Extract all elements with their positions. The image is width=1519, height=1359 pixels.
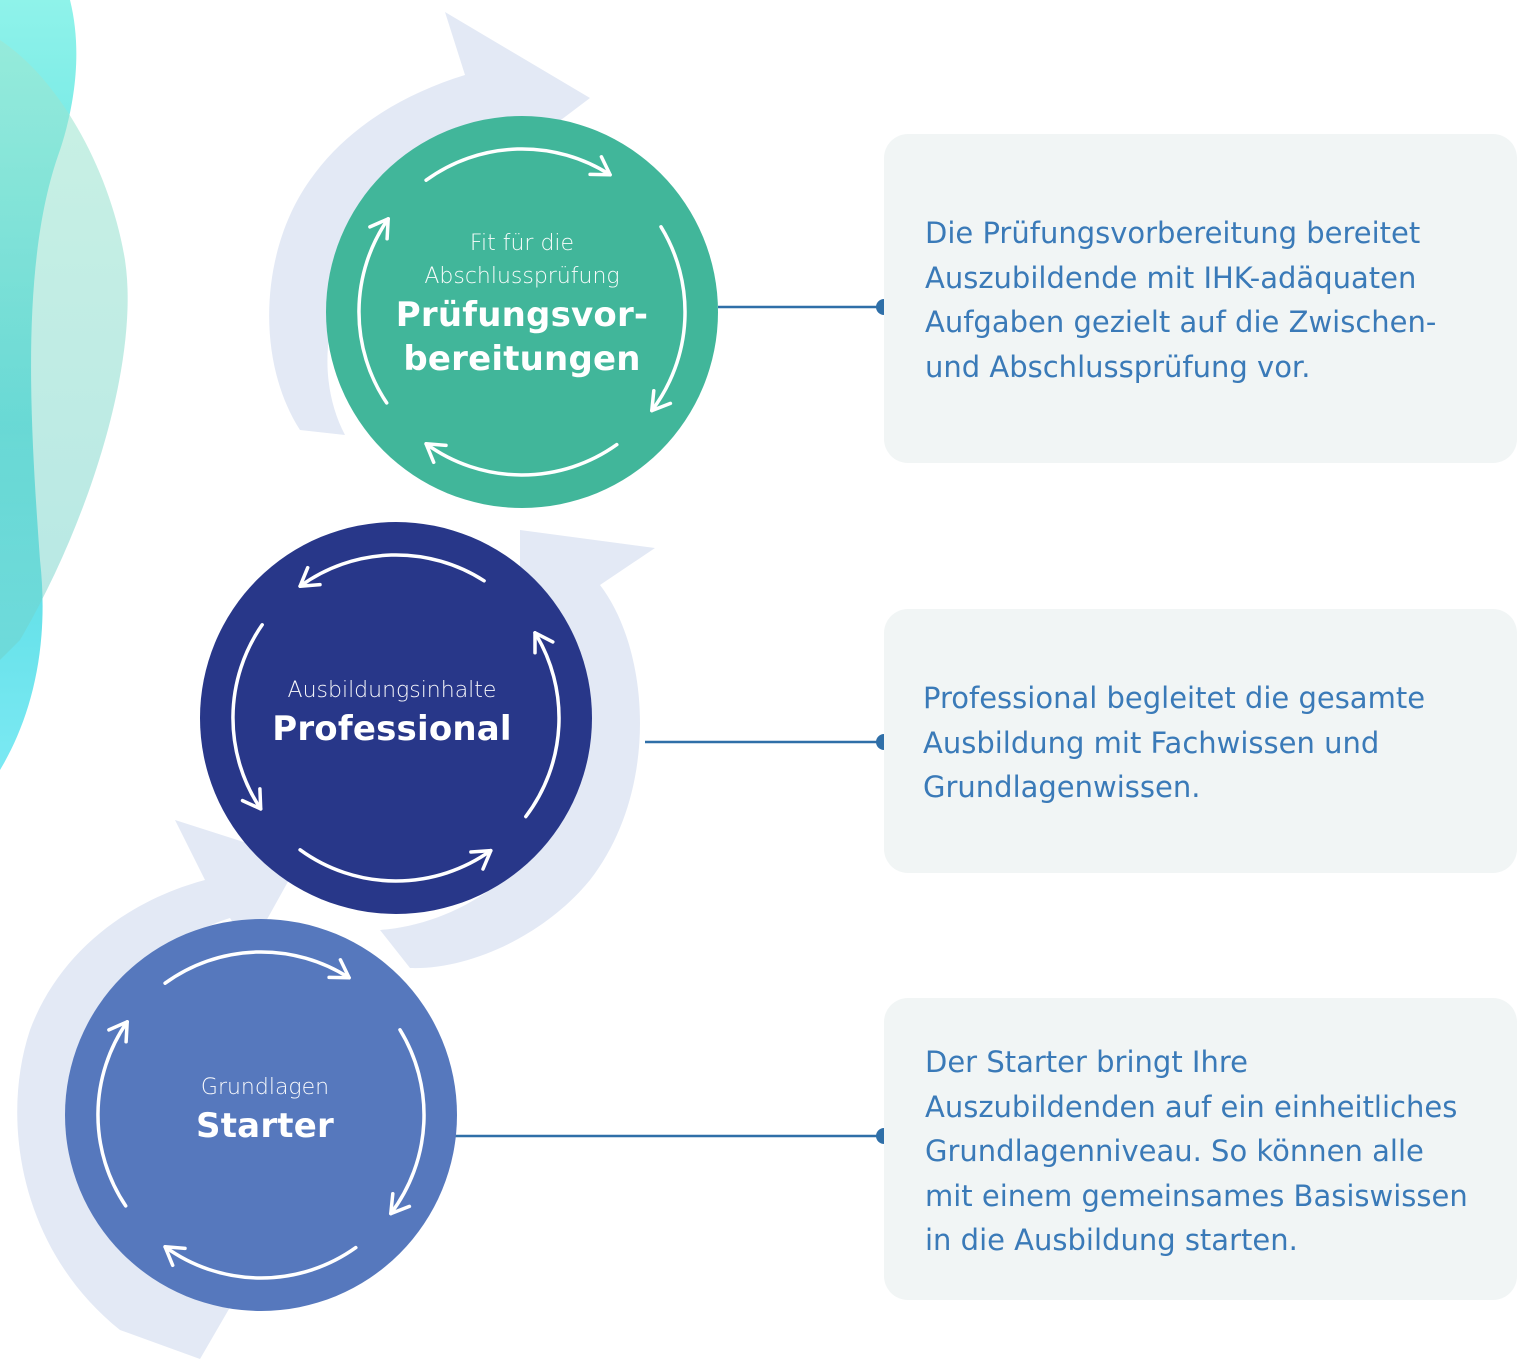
description-box-pruefungsvorbereitungen: [884, 134, 1517, 463]
stage-subtitle-line: Fit für die: [469, 231, 575, 256]
description-text-starter: Der Starter bringt Ihre Auszubildenden a…: [925, 1045, 1468, 1257]
description-box-professional: [884, 609, 1517, 873]
stage-label-pruefungsvorbereitungen: Fit für die Abschlussprüfung Prüfungsvor…: [396, 227, 648, 381]
circle-starter: [65, 919, 457, 1311]
arrowhead-icon: [327, 958, 351, 980]
cycle-arc: [424, 147, 612, 182]
arrowhead-icon: [298, 565, 322, 588]
stage-subtitle-line: Abschlussprüfung: [424, 264, 620, 289]
cycle-arc: [163, 1245, 358, 1280]
arrowhead-icon: [107, 1020, 129, 1044]
description-text-professional: Professional begleitet die gesamte Ausbi…: [923, 681, 1426, 804]
connector-top: [718, 299, 892, 315]
cycle-arrows: [96, 147, 687, 1280]
arrowhead-icon: [469, 848, 493, 871]
stage-title-line: Starter: [196, 1106, 334, 1146]
cycle-arc: [231, 623, 264, 811]
circle-pruefungsvorbereitungen: [326, 116, 718, 508]
decorative-blob: [0, 0, 128, 770]
cycle-arc: [389, 1028, 426, 1216]
cycle-arc: [298, 848, 493, 883]
circle-professional: [200, 522, 592, 914]
arrowhead-icon: [424, 442, 448, 465]
swoosh-middle: [380, 530, 655, 969]
stage-title-line: Prüfungsvor-: [395, 295, 649, 335]
arrowhead-icon: [533, 631, 555, 655]
cycle-arc: [650, 225, 687, 413]
arrowhead-icon: [368, 217, 390, 241]
description-text-pruefungsvorbereitungen: Die Prüfungsvorbereitung bereitet Auszub…: [925, 216, 1437, 384]
arrowhead-icon: [240, 787, 263, 811]
stage-subtitle-line: Ausbildungsinhalte: [287, 678, 497, 703]
connector-bottom: [455, 1128, 892, 1144]
cycle-arc: [424, 442, 619, 477]
arrowhead-icon: [389, 1191, 412, 1216]
stage-subtitle-line: Grundlagen: [200, 1075, 330, 1100]
arrowhead-icon: [588, 155, 612, 177]
cycle-arc: [357, 217, 390, 405]
stage-label-starter: Grundlagen Starter: [196, 1071, 334, 1148]
stage-label-professional: Ausbildungsinhalte Professional: [272, 674, 512, 751]
cycle-arc: [96, 1020, 129, 1208]
arrowhead-icon: [650, 388, 673, 413]
swoosh-bottom: [17, 820, 300, 1359]
cycle-arc: [163, 950, 351, 985]
arrowhead-icon: [163, 1245, 187, 1268]
connector-middle: [645, 734, 892, 750]
description-box-starter: [884, 998, 1517, 1300]
cycle-arc: [524, 631, 561, 819]
stage-title-line: bereitungen: [403, 339, 641, 379]
cycle-arc: [298, 553, 486, 588]
stage-title-line: Professional: [272, 709, 512, 749]
